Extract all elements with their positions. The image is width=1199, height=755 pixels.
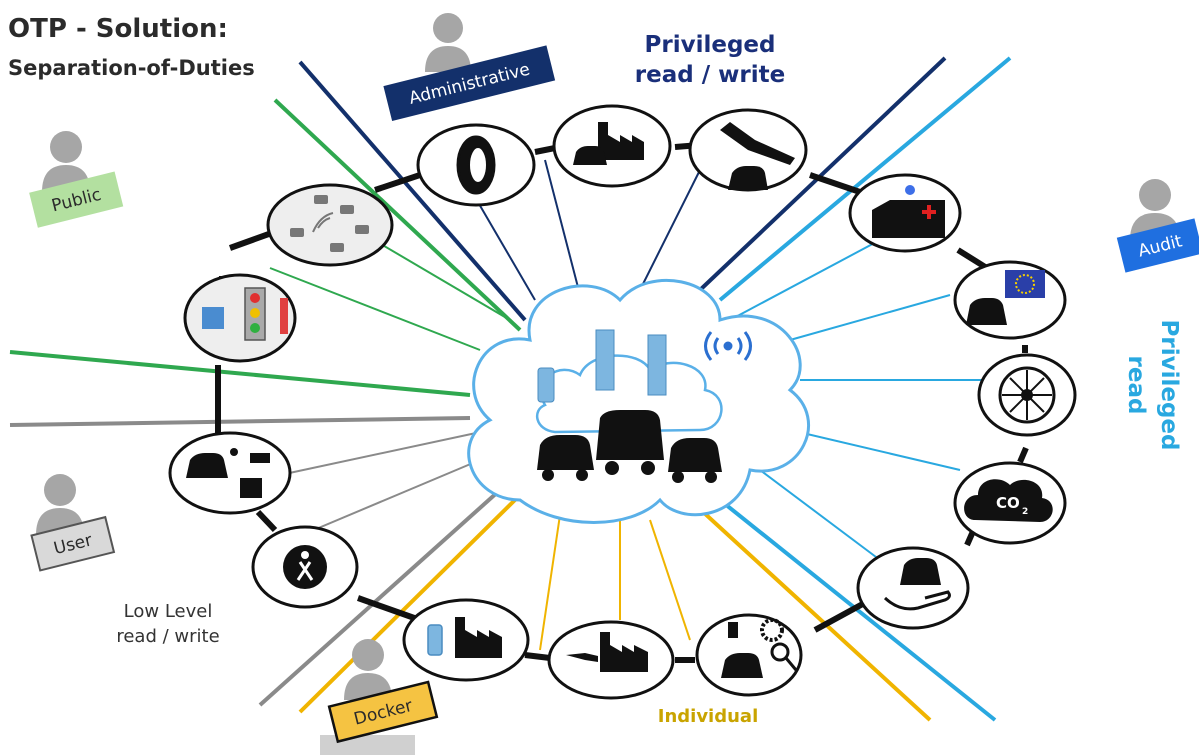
user-role: User (30, 474, 116, 572)
ring-nodes: CO 2 (168, 104, 1077, 700)
docker-badge (327, 680, 439, 744)
phone-icon (427, 624, 443, 656)
seatbelt-node (251, 525, 359, 609)
public-line-2 (9, 350, 471, 397)
wrench-car-node (688, 108, 808, 192)
privileged-read-label-line2: read (1123, 356, 1149, 415)
co2-subscript: 2 (1022, 507, 1028, 517)
car-icon (728, 166, 768, 190)
wrench-factory-node (547, 620, 675, 700)
parking-sign-icon (240, 478, 262, 498)
car-icon (721, 653, 763, 678)
wireless-icon (704, 331, 752, 361)
gear-icon (760, 618, 784, 642)
thin-spokes (269, 159, 985, 651)
low-level-label-line2: read / write (116, 626, 219, 647)
audit-line-1 (718, 56, 1012, 302)
co2-cloud-icon (964, 479, 1053, 522)
parking-service-node (168, 431, 292, 515)
traffic-light-node (183, 273, 297, 363)
server-icon (595, 329, 615, 391)
user-badge (30, 515, 116, 572)
diagram-subtitle: Separation-of-Duties (8, 56, 255, 80)
public-role: Public (29, 131, 124, 228)
wireless-icon (312, 212, 334, 233)
privileged-read-label-line1: Privileged (1156, 320, 1182, 451)
low-level-label-line1: Low Level (124, 601, 213, 622)
spoke-wrench-top (639, 169, 701, 291)
admin-line-left (298, 60, 527, 322)
administrative-role: Administrative (383, 13, 556, 121)
car-icon (573, 146, 607, 165)
spoke-factory-bottom (539, 514, 561, 651)
access-lines (9, 56, 1012, 722)
server-icon (647, 334, 667, 396)
privileged-rw-label-line1: Privileged (645, 32, 776, 58)
docker-line-2 (688, 498, 932, 722)
car-icon (537, 435, 594, 481)
co2-label: CO (996, 494, 1020, 512)
car-icon (900, 558, 941, 585)
police-eu-node (953, 260, 1067, 340)
spoke-traffic (269, 267, 481, 351)
user-line-1 (9, 416, 471, 427)
person-icon (230, 448, 238, 456)
admin-line-right (698, 56, 947, 292)
audit-role: Audit (1116, 179, 1199, 273)
factory-icon (600, 632, 610, 658)
user-line-2 (258, 488, 502, 707)
tire-node (416, 123, 536, 207)
car-icon (668, 438, 722, 483)
ambulance-node (848, 173, 962, 253)
factory-icon (455, 617, 465, 643)
public-badge (29, 171, 124, 228)
spoke-hand (759, 469, 881, 561)
wrench-icon (566, 653, 598, 662)
car-icon (290, 195, 369, 252)
police-car-icon (966, 298, 1007, 325)
hand-car-node (856, 546, 970, 630)
wrench-icon (720, 122, 795, 165)
spoke-gears (649, 519, 691, 641)
connected-cars-node (266, 183, 394, 267)
ambulance-icon (872, 200, 945, 238)
factory-car-node (552, 104, 672, 188)
wheel-node (977, 353, 1077, 437)
audit-badge (1116, 218, 1199, 273)
docker-line-1 (298, 493, 522, 714)
phone-icon (537, 367, 555, 403)
public-line-1 (273, 98, 522, 332)
privileged-rw-label-line2: read / write (635, 62, 785, 88)
hand-icon (883, 590, 951, 611)
spoke-service (279, 429, 491, 476)
barrier-icon (280, 298, 288, 334)
wheel-icon (998, 366, 1056, 424)
factory-icon (598, 122, 608, 148)
spoke-belt (289, 459, 481, 541)
gears-node (695, 613, 803, 697)
docker-role: Docker (320, 639, 439, 755)
car-icon (596, 410, 664, 475)
spoke-co2 (789, 429, 961, 471)
magnifier-icon (770, 642, 790, 662)
crosswalk-sign-icon (202, 307, 224, 329)
spoke-factory-top (544, 159, 581, 296)
individual-label: Individual (658, 706, 759, 727)
administrative-badge (383, 45, 556, 121)
central-cloud (467, 278, 810, 524)
phone-factory-node (402, 598, 530, 682)
spoke-ambulance (729, 239, 881, 321)
fuel-icon (728, 622, 738, 638)
spoke-police (789, 294, 951, 341)
car-icon (186, 453, 228, 478)
co2-node: CO 2 (953, 461, 1067, 545)
diagram-title: OTP - Solution: (8, 14, 228, 44)
eu-flag-icon (1005, 270, 1045, 298)
